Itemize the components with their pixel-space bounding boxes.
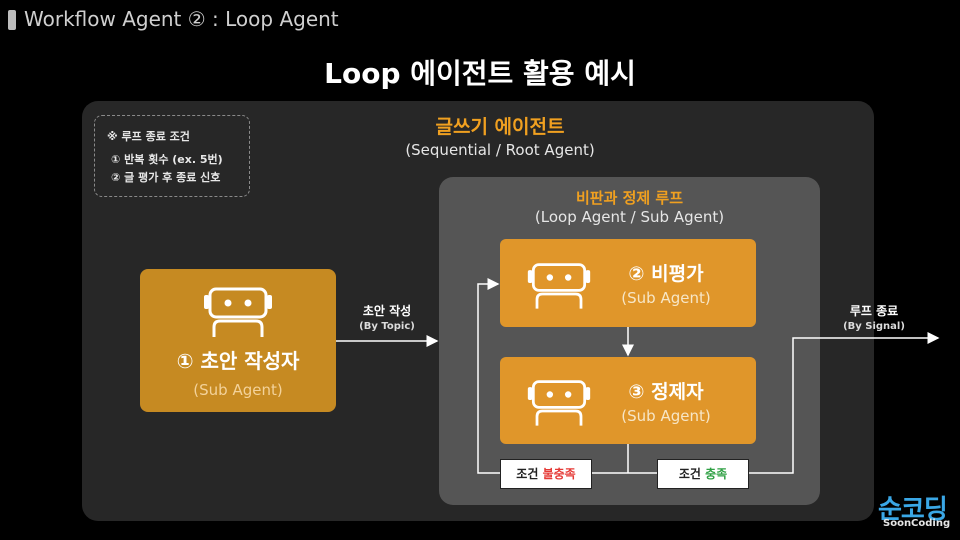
loop-exit-conditions-box: ※ 루프 종료 조건 ① 반복 횟수 (ex. 5번) ② 글 평가 후 종료 …	[94, 115, 250, 197]
exit-edge-label: 루프 종료	[849, 304, 899, 318]
condition-item: ① 반복 횟수 (ex. 5번)	[111, 153, 223, 166]
drafter-agent-card: ① 초안 작성자 (Sub Agent)	[140, 269, 336, 412]
conditions-title: ※ 루프 종료 조건	[107, 130, 190, 143]
brand-logo-subtitle: SoonCoding	[883, 518, 951, 529]
condition-met-prefix: 조건	[678, 467, 706, 481]
exit-edge-sub: (By Signal)	[843, 321, 905, 332]
refiner-name: ③ 정제자	[628, 381, 704, 403]
refiner-type: (Sub Agent)	[621, 407, 711, 425]
condition-unmet-status: 불충족	[542, 467, 576, 481]
condition-met-status: 충족	[705, 467, 728, 481]
draft-edge-label: 초안 작성	[362, 304, 412, 318]
robot-icon	[204, 287, 272, 337]
writer-agent-title: 글쓰기 에이전트	[435, 116, 565, 138]
drafter-type: (Sub Agent)	[193, 381, 283, 399]
robot-icon	[527, 380, 591, 426]
condition-item: ② 글 평가 후 종료 신호	[111, 171, 221, 184]
header-accent-bar	[8, 10, 16, 30]
page-title: Loop 에이전트 활용 예시	[324, 57, 636, 90]
critic-agent-card: ② 비평가 (Sub Agent)	[500, 239, 756, 327]
condition-unmet-prefix: 조건	[516, 467, 543, 481]
drafter-name: ① 초안 작성자	[176, 349, 300, 373]
robot-icon	[527, 263, 591, 309]
writer-agent-subtitle: (Sequential / Root Agent)	[405, 141, 595, 159]
condition-unmet-tag: 조건 불충족	[500, 459, 592, 489]
loop-agent-title: 비판과 정제 루프	[575, 189, 684, 207]
header-title: Workflow Agent ② : Loop Agent	[24, 7, 339, 31]
brand-logo: 순코딩	[878, 495, 948, 525]
loop-agent-subtitle: (Loop Agent / Sub Agent)	[534, 208, 725, 226]
critic-name: ② 비평가	[628, 263, 704, 285]
condition-met-tag: 조건 충족	[657, 459, 749, 489]
draft-edge-sub: (By Topic)	[359, 321, 415, 332]
critic-type: (Sub Agent)	[621, 289, 711, 307]
refiner-agent-card: ③ 정제자 (Sub Agent)	[500, 357, 756, 444]
loop-agent-panel	[439, 177, 820, 505]
